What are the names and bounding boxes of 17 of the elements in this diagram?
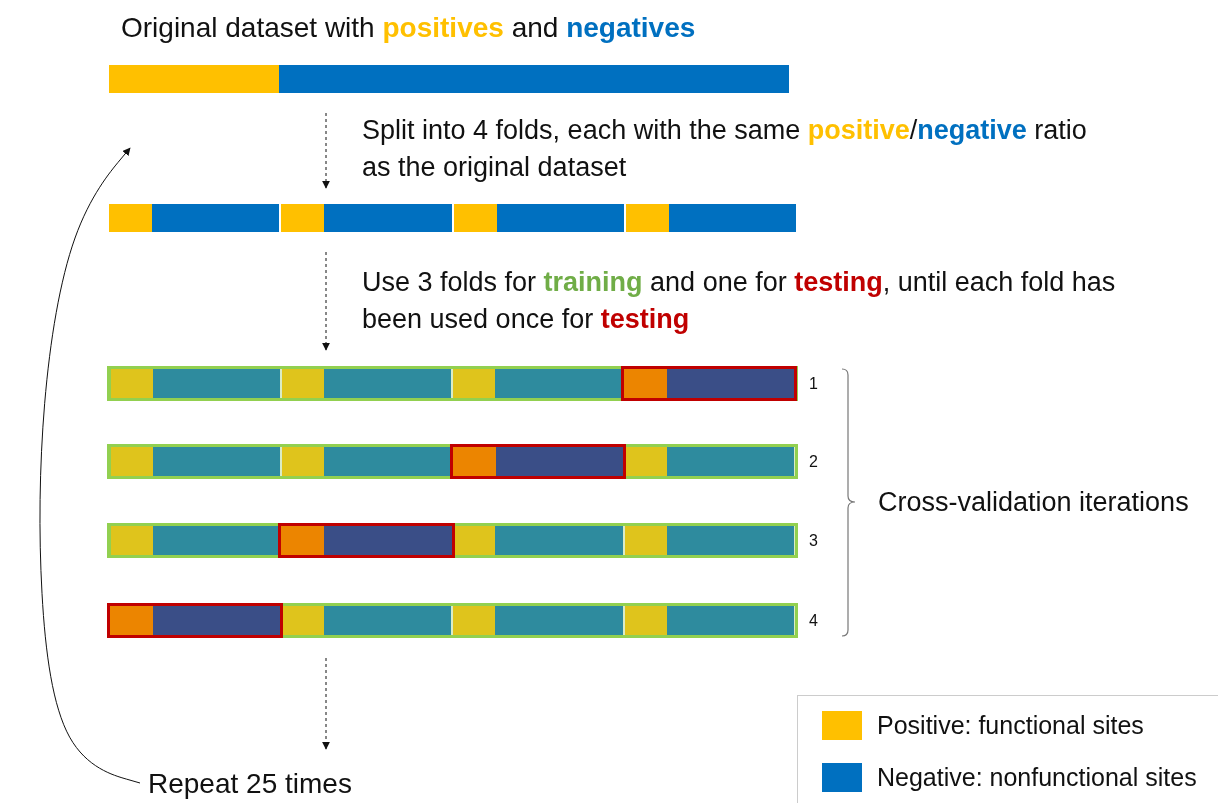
dataset-bar xyxy=(109,65,789,93)
folds-bar-drawing xyxy=(109,204,796,232)
training-instruction: Use 3 folds for training and one for testing, until each fold has been used once for testing xyxy=(362,266,1117,336)
legend-label: Positive: functional sites xyxy=(877,711,1144,740)
bracket-label: Cross-validation iterations xyxy=(878,486,1190,519)
flow-arrow xyxy=(322,251,330,351)
split-instruction: Split into 4 folds, each with the same positive/negative ratio as the original dataset xyxy=(362,114,1088,184)
flow-arrow xyxy=(322,112,330,189)
iteration-number: 2 xyxy=(809,453,818,471)
iteration-number: 3 xyxy=(809,532,818,550)
flow-arrow xyxy=(322,657,330,750)
iteration-number: 1 xyxy=(809,375,818,393)
title: Original dataset with positives and negatives xyxy=(121,11,696,45)
repeat-arrow xyxy=(39,147,141,784)
legend-label: Negative: nonfunctional sites xyxy=(877,763,1197,792)
repeat-label: Repeat 25 times xyxy=(148,765,358,802)
iteration-number: 4 xyxy=(809,612,818,630)
